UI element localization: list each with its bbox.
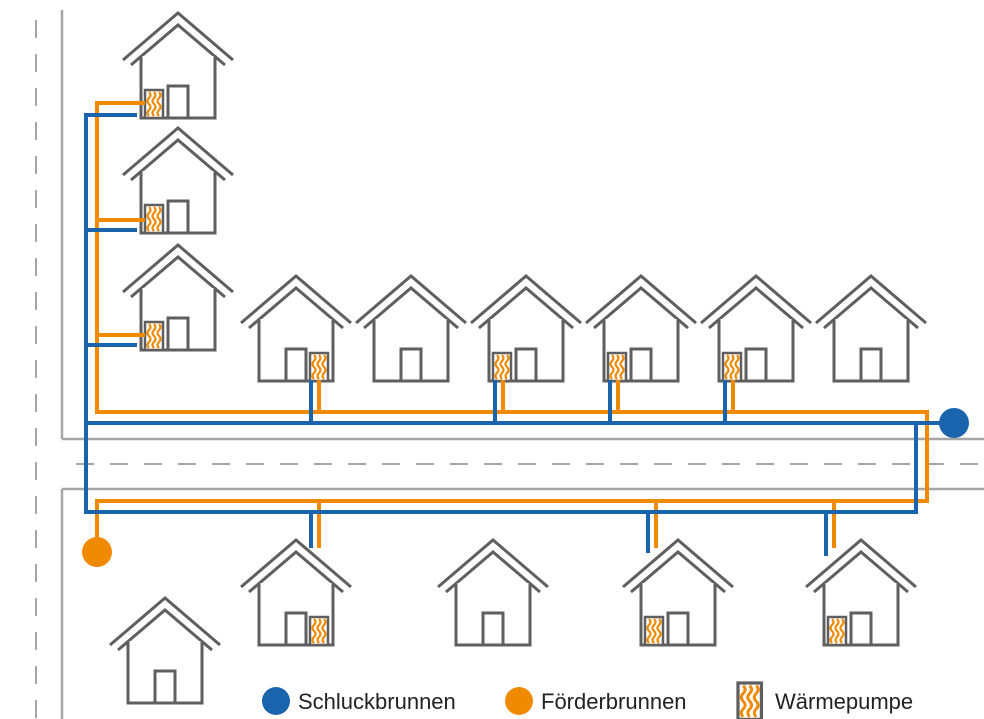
- heat-pump-icon: [721, 351, 743, 383]
- house-lower-2: [436, 538, 550, 647]
- heat-pump-icon: [143, 320, 165, 352]
- house-lower-1: [239, 538, 353, 647]
- heat-pump-icon: [143, 203, 165, 235]
- schluck-well-marker: [939, 408, 969, 438]
- heat-pump-icon: [491, 351, 513, 383]
- heat-pump-icon: [308, 615, 330, 647]
- schluck-pipe-network: [84, 113, 953, 556]
- road-layout: [35, 10, 984, 719]
- house-lower-5: [108, 596, 222, 705]
- house-upper-5: [699, 274, 813, 383]
- house-upper-1: [239, 274, 353, 383]
- foerder-well-marker: [82, 537, 112, 567]
- heat-pump-icon: [606, 351, 628, 383]
- pump-legend-label: Wärmepumpe: [775, 689, 913, 714]
- house-upper-2: [354, 274, 468, 383]
- house-lower-4: [804, 538, 918, 647]
- house-top-3: [121, 243, 235, 352]
- house-upper-4: [584, 274, 698, 383]
- house-upper-3: [469, 274, 583, 383]
- legend: Schluckbrunnen Förderbrunnen Wärmepumpe: [262, 681, 913, 719]
- heat-pump-icon: [826, 615, 848, 647]
- heat-pump-icon: [308, 351, 330, 383]
- foerder-legend-icon: [505, 687, 533, 715]
- house-top-2: [121, 126, 235, 235]
- house-upper-6: [814, 274, 928, 383]
- house-top-1: [121, 11, 235, 120]
- foerder-pipe-network: [95, 101, 929, 548]
- heat-pump-legend-icon: [736, 681, 764, 719]
- heat-pump-icon: [643, 615, 665, 647]
- heat-pump-icon: [143, 88, 165, 120]
- schluck-legend-icon: [262, 687, 290, 715]
- schluck-legend-label: Schluckbrunnen: [298, 689, 456, 714]
- foerder-legend-label: Förderbrunnen: [541, 689, 687, 714]
- house-lower-3: [621, 538, 735, 647]
